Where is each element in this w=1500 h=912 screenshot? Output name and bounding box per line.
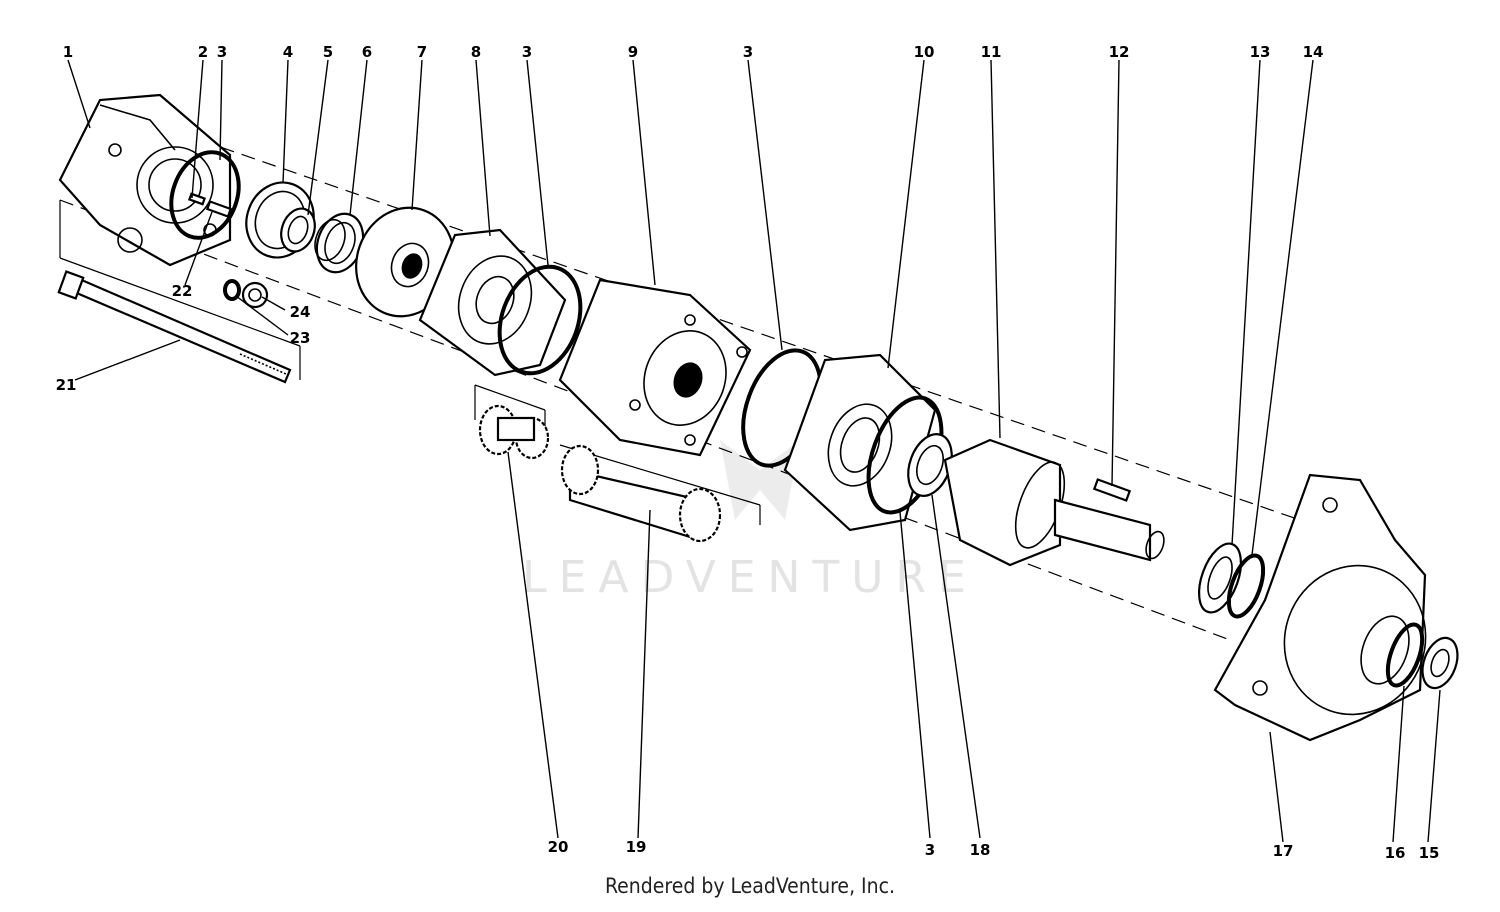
callout-13: 13	[1250, 43, 1271, 61]
part-21-bolt	[57, 270, 292, 384]
part-2-pin	[187, 192, 207, 206]
part-12-key	[1092, 478, 1132, 502]
part-20-idler-gear	[478, 404, 550, 460]
callout-23: 23	[290, 329, 311, 347]
callout-2: 2	[198, 43, 208, 61]
callout-15: 15	[1419, 844, 1440, 862]
callout-9: 9	[628, 43, 638, 61]
part-15-nut	[1421, 636, 1459, 690]
callout-19: 19	[626, 838, 647, 856]
callout-1: 1	[63, 43, 73, 61]
callout-3-d: 3	[925, 841, 935, 859]
part-17-flange-housing	[1213, 473, 1427, 742]
callout-12: 12	[1109, 43, 1130, 61]
callout-20: 20	[548, 838, 569, 856]
watermark: LEADVENTURE	[522, 440, 978, 603]
part-5-ring	[280, 207, 316, 253]
callout-4: 4	[283, 43, 293, 61]
callout-18: 18	[970, 841, 991, 859]
part-3-o-ring-b	[497, 264, 583, 376]
callout-7: 7	[417, 43, 427, 61]
part-9-gear-housing	[558, 278, 752, 457]
leader-lines	[67, 59, 1441, 843]
callout-5: 5	[323, 43, 333, 61]
callout-3-b: 3	[522, 43, 532, 61]
part-22-pin	[205, 200, 233, 218]
part-24-plug	[241, 281, 269, 309]
callout-8: 8	[471, 43, 481, 61]
part-8-plate	[418, 228, 567, 377]
callout-17: 17	[1273, 842, 1294, 860]
watermark-text: LEADVENTURE	[522, 552, 978, 603]
callout-16: 16	[1385, 844, 1406, 862]
part-11-output-shaft	[943, 438, 1165, 567]
footer-credit: Rendered by LeadVenture, Inc.	[605, 874, 895, 898]
part-7-rotor	[355, 206, 455, 318]
callout-22: 22	[172, 282, 193, 300]
callout-10: 10	[914, 43, 935, 61]
part-14-ring	[1226, 553, 1266, 619]
part-13-bearing	[1197, 542, 1243, 614]
callout-6: 6	[362, 43, 372, 61]
part-1-end-housing	[58, 93, 232, 267]
callout-labels: 1 2 3 4 5 6 7 8 3 9 3 10 11 12 13 14 22 …	[56, 43, 1440, 862]
callout-21: 21	[56, 376, 77, 394]
callout-3-a: 3	[217, 43, 227, 61]
callout-14: 14	[1303, 43, 1324, 61]
callout-24: 24	[290, 303, 311, 321]
callout-3-c: 3	[743, 43, 753, 61]
callout-11: 11	[981, 43, 1002, 61]
part-16-ring	[1385, 622, 1425, 688]
part-19-drive-gear	[560, 444, 722, 543]
part-23-o-ring	[223, 279, 241, 301]
